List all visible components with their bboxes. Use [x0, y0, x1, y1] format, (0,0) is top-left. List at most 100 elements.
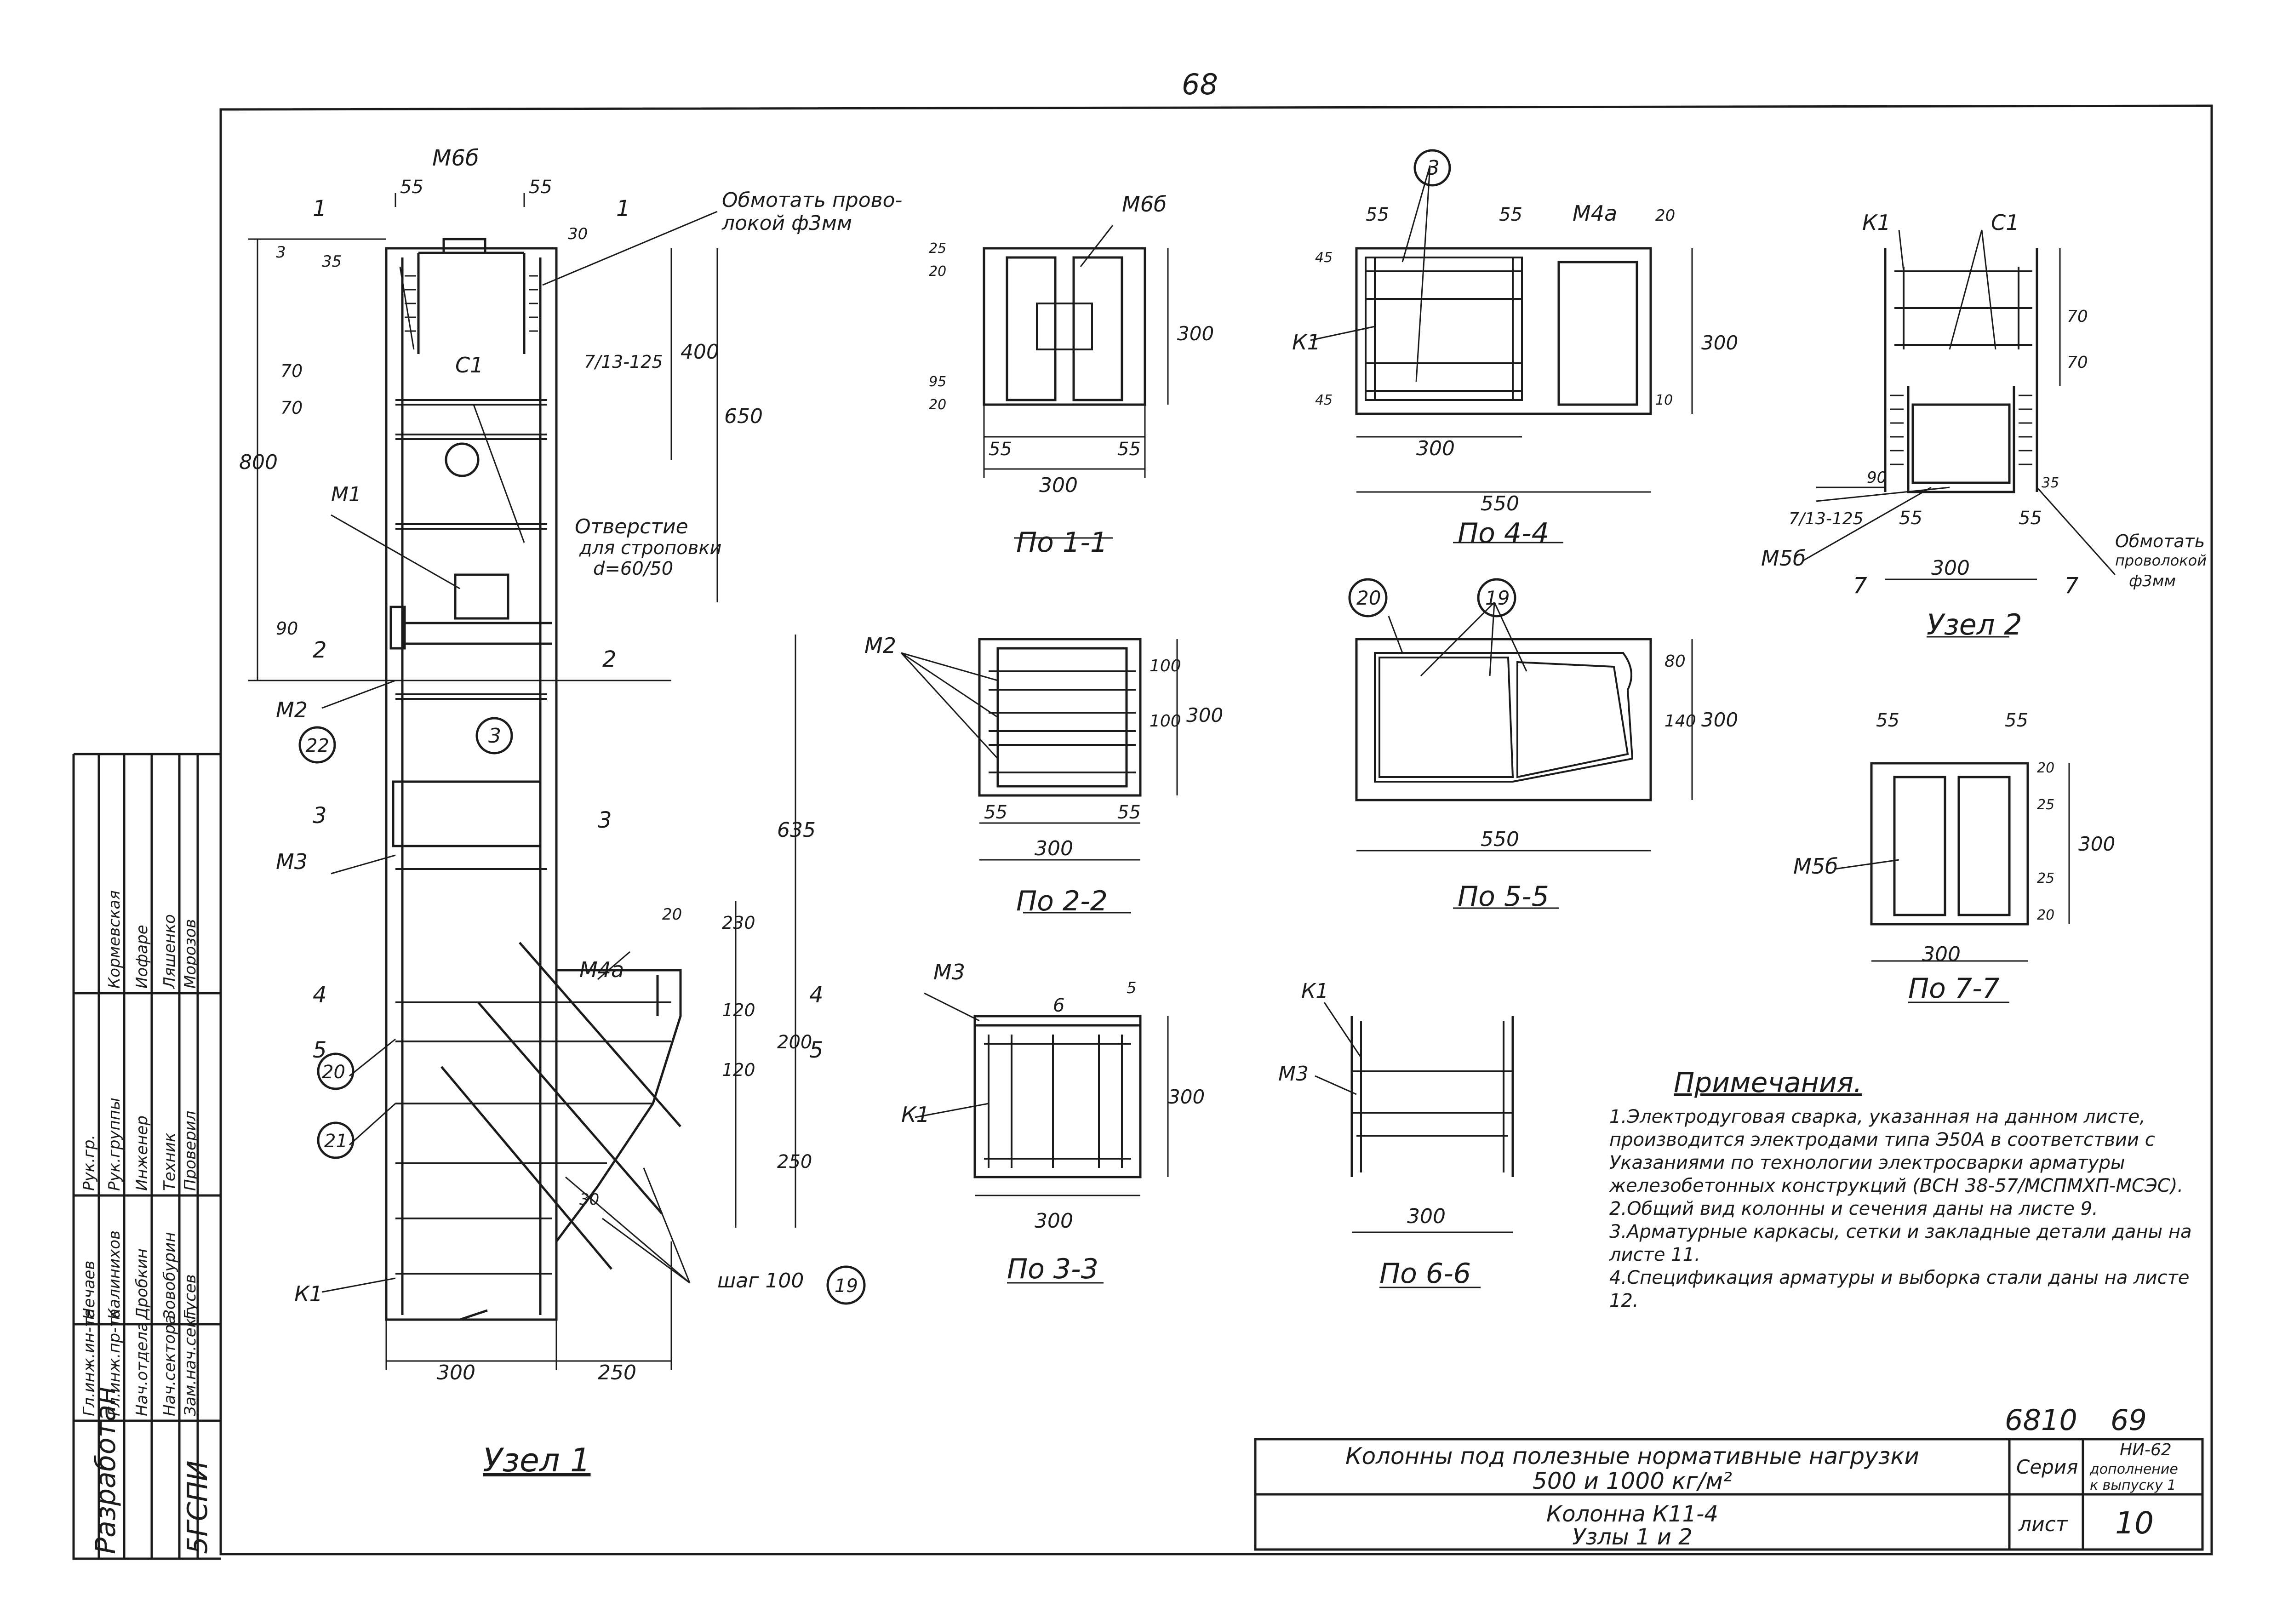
- v55-ref-20: 20: [1356, 587, 1381, 609]
- dim-30-b: 30: [579, 1190, 599, 1209]
- v33-k1: К1: [901, 1102, 930, 1127]
- node2-wrap-3: ф3мм: [2129, 572, 2176, 590]
- section-mark-4-right: 4: [809, 982, 824, 1008]
- dim-120-a: 120: [722, 1000, 755, 1020]
- note-2: 2.Общий вид колонны и сечения даны на ли…: [1609, 1198, 2098, 1219]
- v44-dim-45-a: 45: [1315, 250, 1333, 266]
- series-label: Серия: [2016, 1456, 2078, 1478]
- node2-detail: [1802, 229, 2116, 638]
- title-block-frame: [1254, 1438, 2204, 1551]
- v77-dim-300-b: 300: [1922, 943, 1961, 966]
- title-block-sub: Колонна К11-4 Узлы 1 и 2: [1255, 1503, 2009, 1549]
- dim-400: 400: [681, 340, 719, 364]
- section-mark-3-right: 3: [598, 807, 612, 833]
- notes-block: Примечания. 1.Электродуговая сварка, ука…: [1609, 1067, 2212, 1312]
- notes-title: Примечания.: [1674, 1067, 1862, 1099]
- v22-dim-100-a: 100: [1150, 657, 1181, 675]
- section-mark-1-right: 1: [616, 196, 630, 222]
- name-5: Гусев: [181, 1274, 200, 1320]
- v77-dim-55-b: 55: [2005, 710, 2028, 731]
- section-mark-4-left: 4: [313, 982, 327, 1008]
- title-block-main: Колонны под полезные нормативные нагрузк…: [1255, 1444, 2009, 1493]
- dim-20: 20: [662, 905, 682, 924]
- v22-m2: М2: [864, 633, 896, 658]
- section-5-5: [1348, 578, 1693, 909]
- v33-title: По 3-3: [1007, 1253, 1098, 1285]
- role-5: Зам.нач.сект.: [181, 1304, 200, 1416]
- v44-title: По 4-4: [1458, 517, 1549, 549]
- dim-250: 250: [777, 1151, 812, 1172]
- dim-120-b: 120: [722, 1060, 755, 1080]
- label-hole: Отверстие: [575, 515, 688, 538]
- v33-m3: М3: [933, 960, 965, 984]
- dim-70-a: 70: [280, 361, 303, 381]
- node2-dim-300: 300: [1931, 556, 1970, 580]
- node2-title: Узел 2: [1927, 608, 2022, 641]
- section-mark-1-left: 1: [313, 196, 327, 222]
- developed-label: Разработан: [90, 1387, 122, 1554]
- v44-dim-550: 550: [1481, 492, 1519, 515]
- v55-title: По 5-5: [1458, 881, 1549, 913]
- v66-k1: К1: [1301, 979, 1328, 1003]
- label-hole-2: для строповки: [579, 538, 722, 559]
- v77-dim-300: 300: [2078, 833, 2115, 855]
- name-8: Ляшенко: [160, 914, 179, 989]
- org-name: 5ГСПИ: [182, 1461, 214, 1555]
- role-6: Рук.гр.: [80, 1135, 98, 1191]
- name-1: Нечаев: [80, 1261, 98, 1320]
- v11-dim-20: 20: [929, 263, 946, 280]
- dim-55-b: 55: [529, 177, 552, 198]
- name-2: Калинихов: [105, 1230, 124, 1320]
- v55-ref-19: 19: [1485, 587, 1510, 609]
- node2-wrap: Обмотать: [2115, 531, 2205, 551]
- section-7-7: [1834, 762, 2070, 1003]
- v55-dim-300: 300: [1701, 709, 1738, 731]
- v11-dim-20-b: 20: [929, 397, 946, 413]
- v44-dim-55-a: 55: [1366, 204, 1389, 225]
- title-line-2: 500 и 1000 кг/м²: [1533, 1468, 1732, 1494]
- node2-dim-35: 35: [2042, 475, 2059, 491]
- v44-ref-3: 3: [1427, 156, 1440, 180]
- dim-800: 800: [239, 451, 278, 474]
- dim-55-a: 55: [400, 177, 423, 198]
- role-10: Проверил: [181, 1111, 200, 1191]
- section-1-1: [983, 225, 1169, 539]
- v22-dim-300-b: 300: [1035, 837, 1073, 860]
- v44-dim-10: 10: [1655, 392, 1673, 408]
- role-1: Гл.инж.ин-та: [80, 1309, 98, 1416]
- label-m3: М3: [276, 849, 308, 874]
- v55-dim-550: 550: [1481, 828, 1519, 851]
- v22-dim-55-a: 55: [984, 802, 1007, 823]
- role-4: Нач.сектора: [160, 1315, 179, 1416]
- sheet-subtitle: Узлы 1 и 2: [1572, 1524, 1693, 1550]
- v77-m5b: М5б: [1793, 854, 1838, 879]
- v77-dim-20-b: 20: [2037, 907, 2054, 923]
- signature-stamp: [72, 753, 221, 1560]
- sheet-frame: [219, 104, 2213, 1555]
- doc-number: 6810: [2005, 1403, 2077, 1437]
- dim-250-b: 250: [598, 1361, 636, 1384]
- node1-title: Узел 1: [483, 1441, 590, 1479]
- name-3: Дробкин: [133, 1248, 151, 1321]
- ref-19: 19: [835, 1275, 858, 1297]
- role-7: Рук.группы: [105, 1098, 124, 1191]
- node2-dim-55-b: 55: [2019, 508, 2042, 529]
- node2-k1: К1: [1862, 210, 1891, 235]
- v22-dim-100-b: 100: [1150, 712, 1181, 731]
- section-mark-2-left: 2: [313, 637, 327, 663]
- dim-200: 200: [777, 1032, 812, 1053]
- role-2: Гл.инж.пр-та: [105, 1309, 124, 1416]
- label-rebar: 7/13-125: [584, 352, 663, 372]
- role-3: Нач.отдела: [133, 1322, 151, 1416]
- label-m4a: М4а: [579, 957, 624, 982]
- name-7: Иофаре: [133, 925, 151, 989]
- section-6-6: [1315, 1002, 1514, 1288]
- page-number: 68: [1182, 68, 1218, 101]
- v22-title: По 2-2: [1016, 885, 1108, 917]
- node2-m5b: М5б: [1761, 546, 1806, 571]
- dim-30: 30: [568, 225, 588, 243]
- page-ref: 69: [2111, 1403, 2147, 1437]
- label-hole-3: d=60/50: [593, 558, 673, 579]
- v44-dim-300: 300: [1701, 332, 1738, 354]
- ref-20: 20: [322, 1062, 345, 1083]
